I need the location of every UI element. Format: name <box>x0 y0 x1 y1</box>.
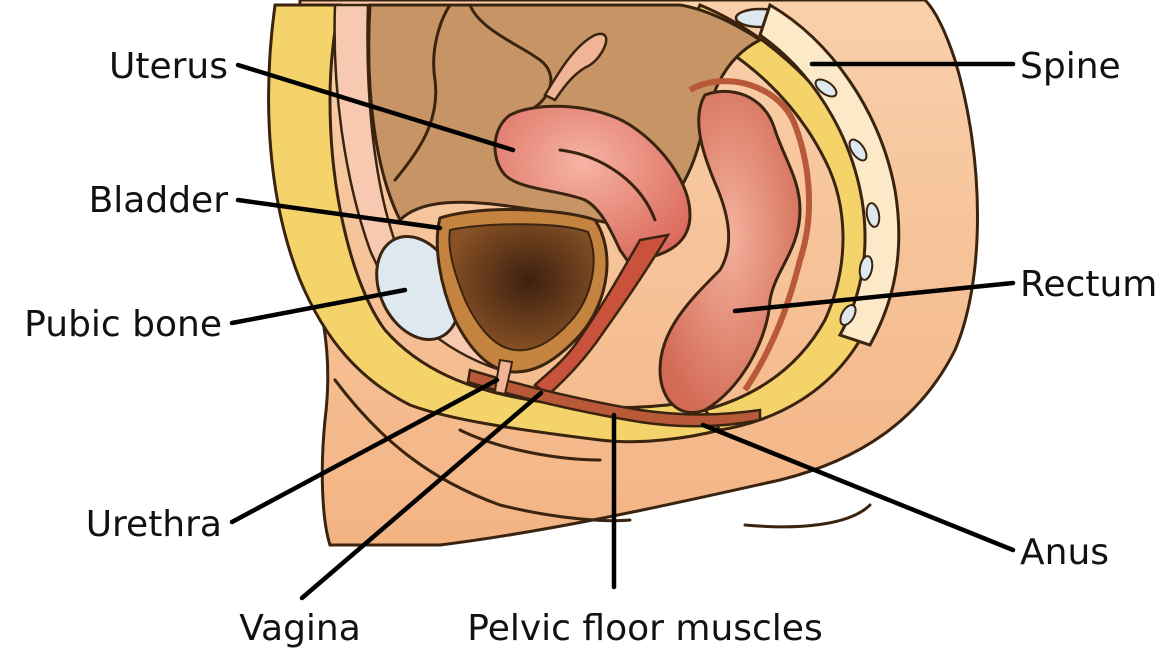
label-pelvic-floor: Pelvic floor muscles <box>467 608 822 649</box>
label-urethra: Urethra <box>86 504 222 545</box>
label-rectum: Rectum <box>1020 264 1157 305</box>
label-pubic-bone: Pubic bone <box>24 304 222 345</box>
label-uterus: Uterus <box>109 46 228 87</box>
label-bladder: Bladder <box>89 180 229 221</box>
label-spine: Spine <box>1020 46 1121 87</box>
label-vagina: Vagina <box>239 608 361 649</box>
illustration <box>269 0 978 545</box>
label-anus: Anus <box>1020 532 1109 573</box>
buttock-crease <box>745 505 870 527</box>
